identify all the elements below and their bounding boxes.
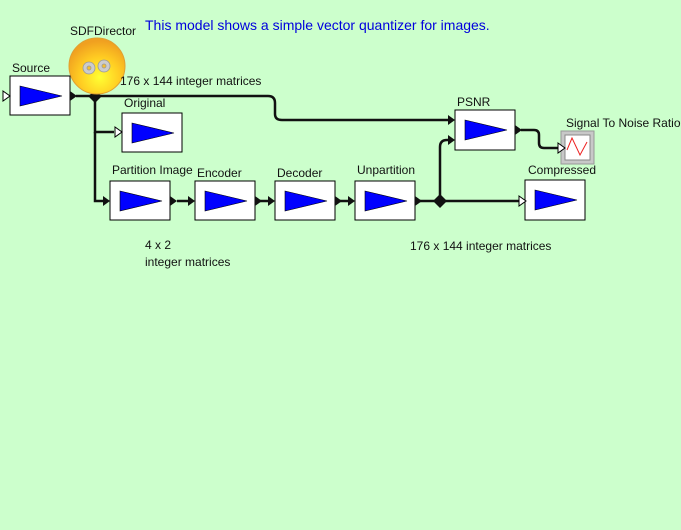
gears-icon bbox=[82, 59, 111, 75]
decoder-icon bbox=[284, 190, 328, 212]
original-label: Original bbox=[124, 96, 166, 110]
input-port[interactable] bbox=[268, 196, 275, 206]
input-port[interactable] bbox=[188, 196, 195, 206]
unpartition-label: Unpartition bbox=[357, 163, 416, 177]
ramp-icon bbox=[19, 85, 63, 107]
output-port[interactable] bbox=[70, 91, 77, 101]
actor-snr-plot[interactable] bbox=[557, 130, 595, 165]
input-port[interactable] bbox=[348, 196, 355, 206]
annotation-bottom-matrix[interactable]: 176 x 144 integer matrices bbox=[410, 239, 552, 253]
encoder-label: Encoder bbox=[197, 166, 242, 180]
input-port[interactable] bbox=[557, 142, 566, 154]
output-port[interactable] bbox=[515, 125, 522, 135]
wire-to-partition[interactable] bbox=[93, 132, 103, 203]
sine-plot-icon bbox=[566, 136, 588, 157]
compressed-label: Compressed bbox=[528, 163, 597, 177]
input-port-1[interactable] bbox=[448, 115, 455, 125]
partition-label: Partition Image bbox=[112, 163, 193, 177]
annotation-block-size-2[interactable]: integer matrices bbox=[145, 255, 231, 269]
output-port[interactable] bbox=[255, 196, 262, 206]
model-description[interactable]: This model shows a simple vector quantiz… bbox=[145, 17, 490, 33]
actor-original[interactable] bbox=[114, 112, 183, 153]
annotation-top-matrix[interactable]: 176 x 144 integer matrices bbox=[120, 74, 262, 88]
input-port[interactable] bbox=[518, 195, 527, 207]
partition-icon bbox=[119, 190, 163, 212]
actor-compressed[interactable] bbox=[518, 179, 586, 221]
director-label: SDFDirector bbox=[70, 24, 137, 38]
unpartition-icon bbox=[364, 190, 408, 212]
source-label: Source bbox=[12, 61, 51, 75]
actor-partition-image[interactable] bbox=[103, 180, 177, 221]
sdf-director[interactable] bbox=[68, 37, 126, 95]
output-port[interactable] bbox=[335, 196, 342, 206]
decoder-label: Decoder bbox=[277, 166, 323, 180]
encoder-icon bbox=[204, 190, 248, 212]
actor-psnr[interactable] bbox=[448, 109, 522, 151]
display-icon bbox=[131, 122, 175, 144]
input-port-2[interactable] bbox=[448, 135, 455, 145]
display-icon bbox=[534, 189, 578, 211]
actor-decoder[interactable] bbox=[268, 180, 342, 221]
relation-diamond-unpartition[interactable] bbox=[433, 194, 447, 208]
psnr-icon bbox=[464, 119, 508, 141]
psnr-label: PSNR bbox=[457, 95, 491, 109]
wire-to-psnr-in2[interactable] bbox=[438, 138, 448, 201]
actor-encoder[interactable] bbox=[188, 180, 262, 221]
snr-plot-label: Signal To Noise Ratio bbox=[566, 116, 681, 130]
input-port[interactable] bbox=[114, 126, 123, 138]
wire-to-psnr-in1[interactable] bbox=[95, 94, 448, 122]
output-port[interactable] bbox=[170, 196, 177, 206]
output-port[interactable] bbox=[415, 196, 422, 206]
input-port[interactable] bbox=[103, 196, 110, 206]
annotation-block-size-1[interactable]: 4 x 2 bbox=[145, 238, 172, 252]
actor-source[interactable] bbox=[2, 75, 77, 116]
wire-to-original[interactable] bbox=[93, 96, 114, 134]
input-port[interactable] bbox=[2, 90, 11, 102]
wire-psnr-to-plot[interactable] bbox=[521, 128, 558, 150]
actor-unpartition[interactable] bbox=[348, 180, 422, 221]
